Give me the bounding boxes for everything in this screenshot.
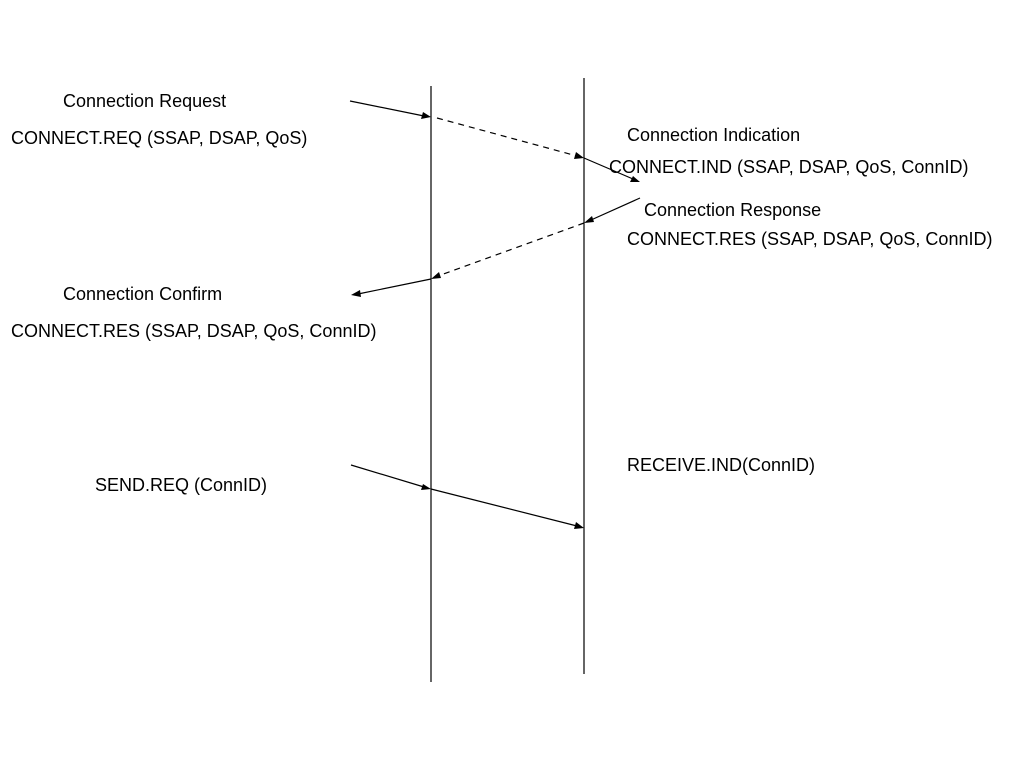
receive-ind-label: RECEIVE.IND(ConnID) [627, 455, 816, 475]
indication-arrowhead [630, 176, 640, 182]
data-transit-arrowhead [574, 522, 584, 529]
confirm-arrow [357, 278, 432, 295]
response-arrowhead [584, 216, 594, 223]
connect-ind-label: CONNECT.IND (SSAP, DSAP, QoS, ConnID) [609, 157, 969, 177]
send-req-label: SEND.REQ (ConnID) [95, 475, 268, 495]
send-arrowhead [421, 484, 431, 490]
send-arrow [350, 464, 425, 488]
response-transit-arrow [437, 222, 585, 277]
request-arrow [349, 100, 425, 117]
connect-confirm-label: CONNECT.RES (SSAP, DSAP, QoS, ConnID) [11, 321, 377, 341]
connection-indication-title: Connection Indication [627, 125, 801, 145]
connect-req-label: CONNECT.REQ (SSAP, DSAP, QoS) [11, 128, 308, 148]
indication-arrow [583, 157, 634, 180]
data-transit-arrow [430, 488, 578, 527]
request-transit-arrow [436, 117, 578, 157]
response-transit-arrowhead [431, 272, 441, 279]
response-arrow [590, 197, 641, 221]
request-arrowhead [421, 112, 431, 119]
connection-request-title: Connection Request [63, 91, 227, 111]
request-transit-arrowhead [574, 152, 584, 159]
connection-confirm-title: Connection Confirm [63, 284, 223, 304]
confirm-arrowhead [351, 290, 361, 297]
connect-res-label: CONNECT.RES (SSAP, DSAP, QoS, ConnID) [627, 229, 993, 249]
connection-response-title: Connection Response [644, 200, 822, 220]
